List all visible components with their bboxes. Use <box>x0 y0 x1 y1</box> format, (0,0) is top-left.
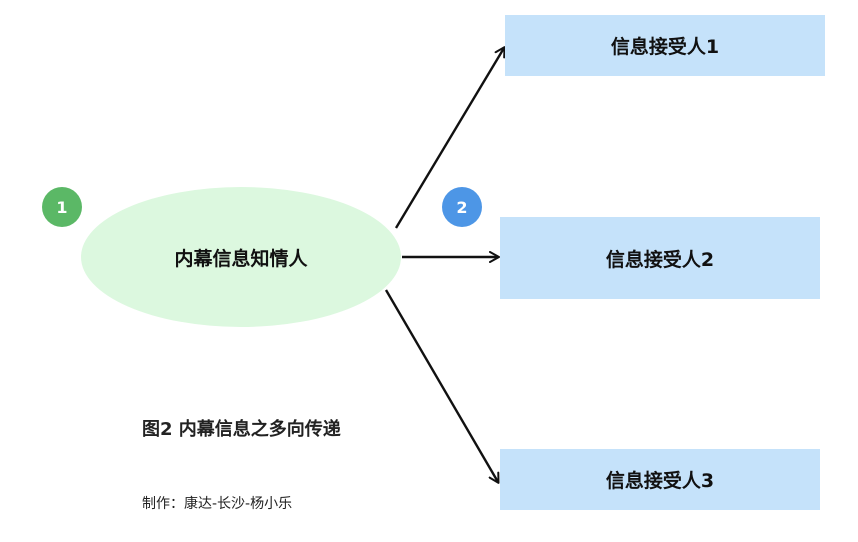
figure-credit: 制作：康达-长沙-杨小乐 <box>142 496 293 512</box>
receiver-box-2: 信息接受人2 <box>500 217 820 299</box>
arrow-to-receiver-3 <box>384 289 500 484</box>
step-badge-1: 1 <box>42 187 82 227</box>
receiver-box-3: 信息接受人3 <box>500 449 820 510</box>
receiver-box-1: 信息接受人1 <box>505 15 825 76</box>
arrow-to-receiver-1 <box>394 46 506 229</box>
source-node-shape <box>81 187 401 327</box>
step-badge-2: 2 <box>442 187 482 227</box>
source-node-label: 内幕信息知情人 <box>174 247 308 270</box>
figure-title: 图2 内幕信息之多向传递 <box>142 419 341 440</box>
